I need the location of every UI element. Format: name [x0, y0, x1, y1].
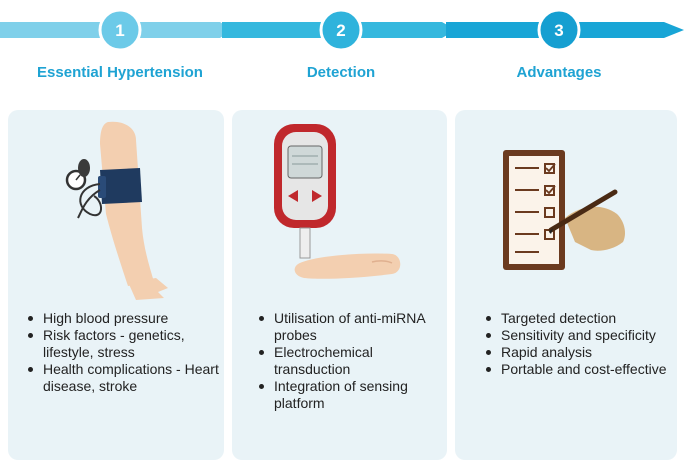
- list-item: High blood pressure: [25, 310, 223, 327]
- list-item: Sensitivity and specificity: [483, 327, 676, 344]
- list-item: Electrochemical transduction: [256, 344, 446, 378]
- step-number-badge-2: 2: [319, 8, 363, 52]
- step-number-3: 3: [554, 21, 563, 40]
- list-item: Rapid analysis: [483, 344, 676, 361]
- panel-advantages: Targeted detection Sensitivity and speci…: [455, 110, 677, 460]
- points-list-3: Targeted detection Sensitivity and speci…: [483, 310, 676, 378]
- step-title-1: Essential Hypertension: [37, 64, 203, 81]
- blood-pressure-cuff-arm-icon: [65, 121, 168, 300]
- panel-essential-hypertension: High blood pressure Risk factors - genet…: [8, 110, 224, 460]
- list-item: Integration of sensing platform: [256, 378, 446, 412]
- glucometer-fingertip-icon: [274, 124, 401, 279]
- list-item: Portable and cost-effective: [483, 361, 676, 378]
- step-number-badge-1: 1: [98, 8, 142, 52]
- list-item: Targeted detection: [483, 310, 676, 327]
- list-item: Health complications - Heart disease, st…: [25, 361, 223, 395]
- list-item: Utilisation of anti-miRNA probes: [256, 310, 446, 344]
- checklist-clipboard-icon: [503, 150, 625, 270]
- panel-detection: Utilisation of anti-miRNA probes Electro…: [232, 110, 447, 460]
- list-item: Risk factors - genetics, lifestyle, stre…: [25, 327, 223, 361]
- step-number-1: 1: [115, 21, 124, 40]
- points-list-1: High blood pressure Risk factors - genet…: [25, 310, 223, 395]
- step-title-3: Advantages: [516, 64, 602, 81]
- step-title-2: Detection: [306, 64, 376, 81]
- step-number-badge-3: 3: [537, 8, 581, 52]
- points-list-2: Utilisation of anti-miRNA probes Electro…: [256, 310, 446, 412]
- step-number-2: 2: [336, 21, 345, 40]
- process-arrow-banner: 1 2 3: [0, 8, 684, 52]
